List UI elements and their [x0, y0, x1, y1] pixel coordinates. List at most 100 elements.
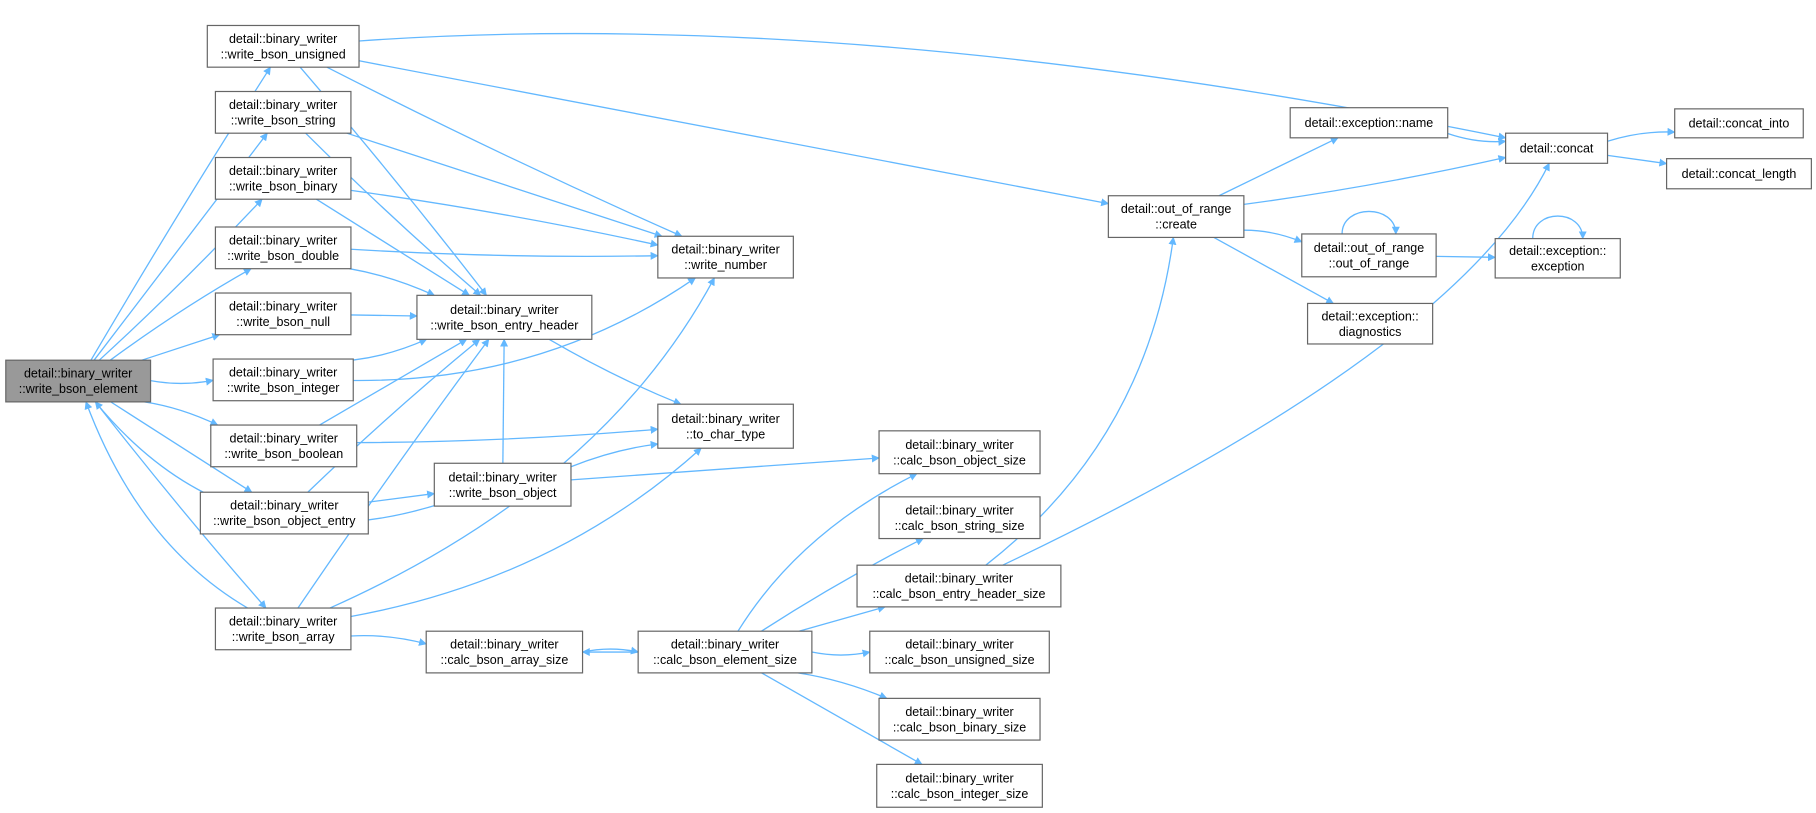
node-calc-bson-entry-header-size[interactable]: detail::binary_writer::calc_bson_entry_h…: [856, 564, 1062, 608]
edge-out_of_range_create-to-concat: [1243, 155, 1507, 206]
node-label-line: detail::binary_writer: [448, 470, 556, 484]
node-write-bson-boolean[interactable]: detail::binary_writer::write_bson_boolea…: [210, 424, 358, 468]
edge-write_bson_string-to-write_number: [346, 132, 663, 238]
edge-calc_bson_element_size-to-calc_bson_string_size: [761, 537, 924, 632]
node-label-line: ::write_number: [684, 258, 767, 272]
node-write-bson-double[interactable]: detail::binary_writer::write_bson_double: [214, 226, 352, 270]
edge-write_bson_double-to-write_bson_entry_header: [349, 268, 436, 296]
node-label-line: detail::exception::: [1321, 309, 1418, 323]
node-label-line: ::calc_bson_string_size: [895, 519, 1025, 533]
node-label-line: ::create: [1155, 218, 1197, 232]
node-label-line: ::calc_bson_object_size: [893, 453, 1026, 467]
node-write-bson-string[interactable]: detail::binary_writer::write_bson_string: [214, 90, 352, 134]
edge-calc_bson_element_size-to-calc_bson_unsigned_size: [811, 649, 871, 658]
nodes-layer: detail::binary_writer::write_bson_elemen…: [5, 24, 1812, 808]
node-label-line: ::write_bson_element: [19, 382, 138, 396]
node-label-line: detail::binary_writer: [230, 431, 338, 445]
node-exception-name[interactable]: detail::exception::name: [1289, 107, 1449, 139]
edge-calc_bson_element_size-to-calc_bson_integer_size: [761, 672, 923, 765]
node-box: [1494, 237, 1621, 279]
edge-write_bson_object_entry-to-write_bson_entry_header: [307, 338, 481, 493]
node-box: [210, 424, 358, 468]
edge-write_bson_boolean-to-write_bson_entry_header: [319, 338, 468, 426]
node-label-line: ::write_bson_integer: [227, 381, 340, 395]
node-label-line: ::calc_bson_integer_size: [891, 787, 1029, 801]
node-out-of-range-ctor[interactable]: detail::out_of_range::out_of_range: [1301, 233, 1437, 278]
node-concat-length[interactable]: detail::concat_length: [1665, 158, 1812, 190]
node-write-bson-element[interactable]: detail::binary_writer::write_bson_elemen…: [5, 359, 152, 403]
node-calc-bson-object-size[interactable]: detail::binary_writer::calc_bson_object_…: [878, 430, 1041, 475]
node-box: [5, 359, 152, 403]
node-label-line: detail::binary_writer: [905, 572, 1013, 586]
node-calc-bson-binary-size[interactable]: detail::binary_writer::calc_bson_binary_…: [878, 697, 1041, 741]
node-box: [214, 292, 352, 336]
node-calc-bson-unsigned-size[interactable]: detail::binary_writer::calc_bson_unsigne…: [869, 630, 1050, 674]
edge-concat-to-concat_length: [1607, 154, 1668, 167]
node-calc-bson-array-size[interactable]: detail::binary_writer::calc_bson_array_s…: [425, 630, 584, 674]
node-label-line: detail::binary_writer: [450, 638, 558, 652]
node-write-bson-entry-header[interactable]: detail::binary_writer::write_bson_entry_…: [416, 294, 593, 340]
node-label-line: detail::binary_writer: [230, 499, 338, 513]
node-concat[interactable]: detail::concat: [1505, 132, 1609, 164]
node-out-of-range-create[interactable]: detail::out_of_range::create: [1107, 195, 1245, 239]
edge-write_bson_double-to-write_number: [350, 248, 659, 260]
edge-write_bson_array-to-write_bson_element: [84, 401, 248, 609]
node-label-line: ::calc_bson_unsigned_size: [884, 653, 1034, 667]
node-to-char-type[interactable]: detail::binary_writer::to_char_type: [657, 403, 794, 449]
node-label-line: ::write_bson_unsigned: [221, 47, 346, 61]
node-box: [199, 491, 369, 535]
node-calc-bson-integer-size[interactable]: detail::binary_writer::calc_bson_integer…: [876, 763, 1043, 808]
node-box: [878, 496, 1041, 540]
edge-write_bson_unsigned-to-out_of_range_create: [358, 60, 1110, 207]
node-label-line: detail::binary_writer: [24, 367, 132, 381]
node-box: [416, 294, 593, 340]
node-calc-bson-string-size[interactable]: detail::binary_writer::calc_bson_string_…: [878, 496, 1041, 540]
node-write-number[interactable]: detail::binary_writer::write_number: [657, 235, 794, 279]
node-calc-bson-element-size[interactable]: detail::binary_writer::calc_bson_element…: [637, 630, 813, 674]
edge-concat-to-concat_into: [1607, 127, 1676, 142]
node-label-line: diagnostics: [1339, 325, 1402, 339]
node-box: [425, 630, 584, 674]
node-box: [1107, 195, 1245, 239]
node-label-line: detail::concat_length: [1682, 167, 1797, 181]
node-box: [214, 156, 352, 200]
node-write-bson-binary[interactable]: detail::binary_writer::write_bson_binary: [214, 156, 352, 200]
node-write-bson-object-entry[interactable]: detail::binary_writer::write_bson_object…: [199, 491, 369, 535]
node-write-bson-object[interactable]: detail::binary_writer::write_bson_object: [433, 462, 572, 507]
node-write-bson-array[interactable]: detail::binary_writer::write_bson_array: [214, 607, 352, 651]
node-label-line: ::calc_bson_element_size: [653, 653, 797, 667]
node-label-line: detail::binary_writer: [229, 365, 337, 379]
node-box: [876, 763, 1043, 808]
node-box: [214, 607, 352, 651]
node-box: [657, 235, 794, 279]
node-write-bson-null[interactable]: detail::binary_writer::write_bson_null: [214, 292, 352, 336]
node-label-line: detail::exception::: [1509, 244, 1606, 258]
node-write-bson-unsigned[interactable]: detail::binary_writer::write_bson_unsign…: [206, 24, 360, 68]
node-label-line: detail::binary_writer: [905, 638, 1013, 652]
edge-write_bson_unsigned-to-write_number: [326, 66, 683, 238]
node-write-bson-integer[interactable]: detail::binary_writer::write_bson_intege…: [212, 358, 354, 402]
node-box: [869, 630, 1050, 674]
node-exception-diagnostics[interactable]: detail::exception::diagnostics: [1306, 302, 1434, 345]
edge-write_bson_array-to-calc_bson_array_size: [350, 635, 427, 646]
edge-calc_bson_entry_header_size-to-concat: [1002, 162, 1550, 566]
node-exception-ctor[interactable]: detail::exception::exception: [1494, 237, 1621, 279]
node-label-line: detail::binary_writer: [450, 303, 558, 317]
edge-write_bson_element-to-write_bson_double: [109, 268, 252, 361]
node-label-line: ::to_char_type: [686, 427, 765, 441]
edge-write_bson_entry_header-to-to_char_type: [548, 338, 682, 406]
edge-write_bson_element-to-write_bson_array: [94, 401, 267, 609]
node-concat-into[interactable]: detail::concat_into: [1674, 108, 1804, 139]
node-box: [878, 697, 1041, 741]
edge-calc_bson_element_size-to-calc_bson_entry_header_size: [798, 604, 886, 632]
edge-write_bson_object-to-to_char_type: [570, 440, 659, 468]
node-box: [214, 90, 352, 134]
edge-write_bson_binary-to-write_bson_entry_header: [316, 198, 471, 296]
edge-write_bson_object-to-write_bson_entry_header: [500, 338, 509, 464]
node-label-line: detail::binary_writer: [229, 32, 337, 46]
edge-calc_bson_element_size-to-calc_bson_binary_size: [797, 672, 888, 700]
node-label-line: exception: [1531, 259, 1585, 273]
node-box: [878, 430, 1041, 475]
node-label-line: detail::binary_writer: [905, 705, 1013, 719]
node-box: [433, 462, 572, 507]
